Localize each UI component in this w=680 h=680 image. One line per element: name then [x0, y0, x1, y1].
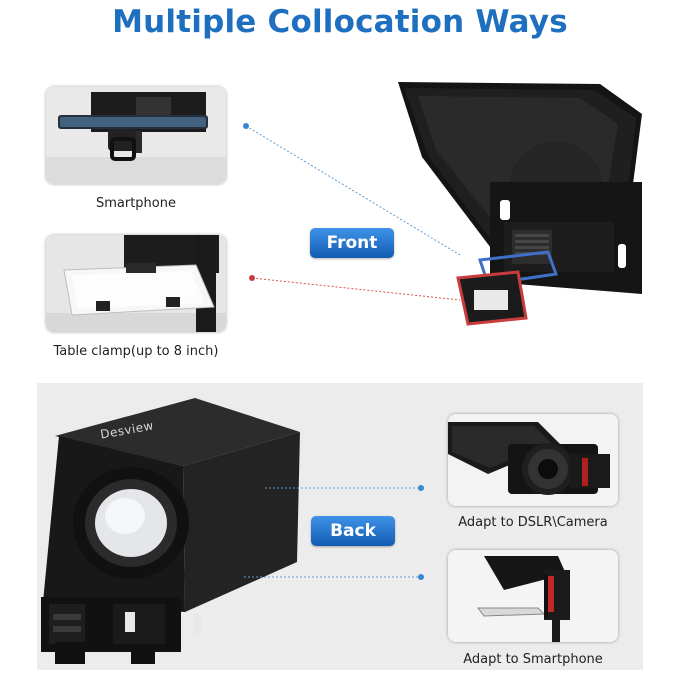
tablet-clamp-photo: [46, 235, 226, 332]
connector-smartphone-dot: [243, 123, 249, 129]
smartphone-caption: Smartphone: [95, 196, 176, 211]
adapt-smartphone-photo: [448, 550, 618, 642]
adapt-smartphone-caption: Adapt to Smartphone: [463, 652, 603, 667]
page-title: Multiple Collocation Ways: [112, 4, 568, 40]
smartphone-thumbnail: [46, 87, 226, 184]
smartphone-photo: [46, 87, 226, 184]
front-label: Front: [310, 228, 394, 258]
dslr-thumbnail: [448, 414, 618, 506]
table-clamp-thumbnail: [46, 235, 226, 332]
back-label: Back: [311, 516, 395, 546]
front-teleprompter-photo: [398, 82, 642, 326]
adapt-smartphone-thumbnail: [448, 550, 618, 642]
back-teleprompter-photo: [41, 398, 300, 664]
dslr-caption: Adapt to DSLR\Camera: [458, 515, 608, 530]
connector-table-clamp-dot: [249, 275, 255, 281]
table-clamp-caption: Table clamp(up to 8 inch): [53, 344, 219, 359]
dslr-photo: [448, 414, 618, 506]
